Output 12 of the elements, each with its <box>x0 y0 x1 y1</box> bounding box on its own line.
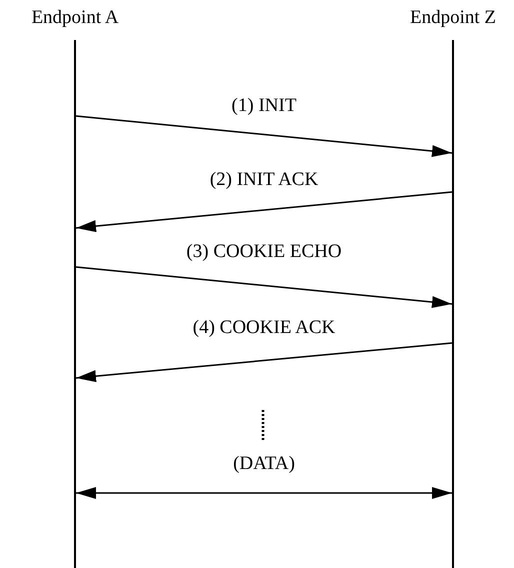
edge-label: (1) INIT <box>230 96 298 115</box>
edge-label: (DATA) <box>231 454 297 473</box>
participant-name: Endpoint Z <box>410 8 496 30</box>
edge-label: (3) COOKIE ECHO <box>184 242 344 261</box>
arrow <box>76 115 452 158</box>
edge-label: (4) COOKIE ACK <box>190 318 338 337</box>
arrow <box>76 191 452 232</box>
arrow <box>76 266 452 308</box>
arrow <box>76 487 452 499</box>
arrow <box>76 342 452 382</box>
participant-name: Endpoint A <box>31 8 119 30</box>
edge-label: (2) INIT ACK <box>208 170 320 189</box>
